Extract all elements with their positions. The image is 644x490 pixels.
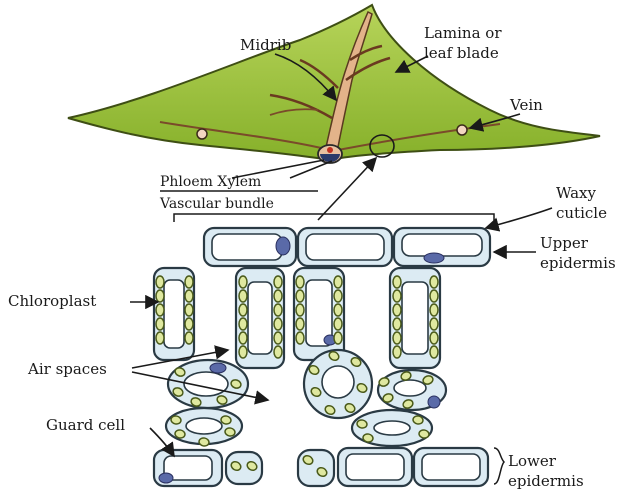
label-waxy-2: cuticle [556,204,607,222]
arrow-waxy [486,208,552,228]
chloroplast [274,304,282,316]
label-chloroplast: Chloroplast [8,292,96,310]
label-guard-cell: Guard cell [46,416,125,434]
chloroplast [296,332,304,344]
chloroplast [156,332,164,344]
chloroplast [239,332,247,344]
chloroplast [334,318,342,330]
label-vein: Vein [509,96,543,114]
chloroplast [430,346,438,358]
chloroplast [185,304,193,316]
chloroplast [296,304,304,316]
chloroplast [334,276,342,288]
chloroplast [334,290,342,302]
chloroplast [393,276,401,288]
section-bracket [174,214,494,222]
chloroplast [430,332,438,344]
chloroplast [430,290,438,302]
label-lower-2: epidermis [508,472,584,490]
chloroplast [239,290,247,302]
upper-epidermis-cells [204,228,490,266]
pointer-phloem [232,160,324,178]
lower-bracket [494,448,504,484]
chloroplast [274,318,282,330]
label-upper-2: epidermis [540,254,616,272]
chloroplast [156,290,164,302]
chloroplast [430,304,438,316]
chloroplast [156,318,164,330]
chloroplast [296,276,304,288]
chloroplast [156,304,164,316]
chloroplast [239,276,247,288]
vein-bundle-right [457,125,467,135]
chloroplast [274,346,282,358]
chloroplast [296,290,304,302]
chloroplast [274,290,282,302]
label-lamina-1: Lamina or [424,24,502,42]
chloroplast [185,318,193,330]
leaf [68,5,600,163]
chloroplast [185,332,193,344]
vein-bundle-left [197,129,207,139]
label-phloem-xylem: Phloem Xylem [160,174,261,190]
chloroplast [239,346,247,358]
arrow-section [318,158,376,220]
label-air-spaces: Air spaces [27,360,107,378]
label-midrib: Midrib [240,36,291,54]
chloroplast [430,318,438,330]
chloroplast [393,346,401,358]
pointer-xylem [290,161,332,178]
cross-section [154,228,490,486]
chloroplast [393,304,401,316]
chloroplast [393,332,401,344]
chloroplast [430,276,438,288]
chloroplast [296,318,304,330]
chloroplast [239,318,247,330]
label-lamina-2: leaf blade [424,44,499,62]
chloroplast [274,276,282,288]
chloroplast [185,290,193,302]
chloroplast [239,304,247,316]
chloroplast [393,290,401,302]
chloroplast [156,276,164,288]
label-waxy-1: Waxy [556,184,597,202]
label-upper-1: Upper [540,234,589,252]
chloroplast [274,332,282,344]
label-vascular-bundle: Vascular bundle [159,196,274,212]
chloroplast [185,276,193,288]
chloroplast [334,304,342,316]
chloroplast [393,318,401,330]
chloroplast [334,332,342,344]
label-lower-1: Lower [508,452,557,470]
